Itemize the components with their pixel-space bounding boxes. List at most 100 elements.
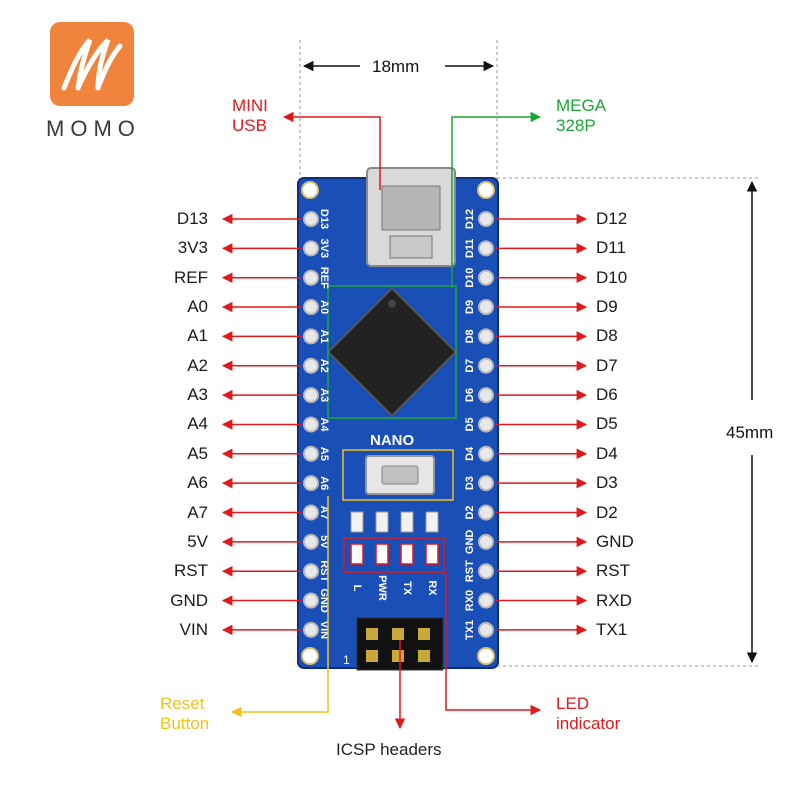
led-callout: LED indicator [556, 694, 620, 734]
pin-pad-left [303, 445, 319, 462]
pin-pad-left [303, 240, 319, 257]
led-silk-label: TX [401, 581, 413, 596]
mini-usb-line2: USB [232, 116, 267, 135]
mount-hole [301, 181, 319, 199]
mount-hole [477, 647, 495, 665]
pin-label-d13: D13 [176, 209, 208, 228]
led-tx [400, 543, 414, 565]
silk-label-right: D6 [464, 388, 476, 402]
pin-label-d9-right: D9 [596, 297, 618, 317]
silk-label-left: A2 [318, 359, 330, 373]
silk-label-left: VIN [318, 621, 330, 639]
pin-pad-right [478, 504, 494, 521]
pin-pad-right [478, 533, 494, 550]
mega-leader [451, 111, 542, 288]
icsp-pin [418, 628, 430, 640]
silk-label-right: TX1 [464, 620, 476, 640]
silk-label-right: RX0 [464, 590, 476, 611]
pin-pad-left [303, 475, 319, 492]
pin-label-a2: A2 [187, 355, 208, 375]
silk-label-right: D7 [464, 359, 476, 373]
silk-label-left: REF [318, 267, 330, 289]
led-pwr [375, 543, 389, 565]
pin-label-rst-right: RST [596, 561, 630, 581]
pin-pad-left [303, 592, 319, 609]
usb-shell [381, 185, 441, 231]
mini-usb-callout: MINI USB [232, 96, 268, 136]
pin-pad-left [303, 621, 319, 638]
silk-label-right: RST [464, 560, 476, 582]
pin-pad-right [478, 299, 494, 316]
icsp-pin [366, 650, 378, 662]
brand-logo [50, 22, 134, 106]
reset-highlight-box [342, 449, 454, 501]
pin-label-tx1-right: TX1 [596, 619, 628, 639]
mini-usb-line1: MINI [232, 96, 268, 115]
silk-label-right: D10 [464, 268, 476, 288]
pin-label-d10-right: D10 [596, 267, 628, 287]
pin-pad-left [303, 387, 319, 404]
silk-label-right: D3 [464, 476, 476, 490]
mega-highlight-box [327, 285, 457, 419]
pin-pad-right [478, 475, 494, 492]
pin-label-d7-right: D7 [596, 355, 618, 375]
silk-label-left: D13 [318, 209, 330, 229]
resistor [425, 511, 439, 533]
silk-label-left: A5 [318, 447, 330, 461]
icsp-pin [366, 628, 378, 640]
resistor [350, 511, 364, 533]
silk-label-right: D5 [464, 417, 476, 431]
silk-label-left: A7 [318, 505, 330, 519]
pin-pad-left [303, 533, 319, 550]
pin-label-ref: REF [174, 267, 208, 287]
pin-label-3v3: 3V3 [177, 238, 208, 258]
pin-pad-right [478, 416, 494, 433]
led-silk-label: RX [426, 580, 438, 596]
silk-label-right: GND [464, 530, 476, 555]
icsp-pin [392, 650, 404, 662]
pin-pad-right [478, 621, 494, 638]
pin-pad-right [478, 269, 494, 286]
pin-pad-right [478, 357, 494, 374]
pin-label-rxd-right: RXD [596, 590, 632, 610]
pin-pad-left [303, 357, 319, 374]
led-rx [425, 543, 439, 565]
pin-pad-left [303, 211, 319, 227]
pin-pad-right [478, 211, 494, 227]
silk-label-right: D9 [464, 300, 476, 314]
silk-label-left: GND [318, 588, 330, 613]
silk-label-left: A1 [318, 329, 330, 343]
pin-pad-left [303, 504, 319, 521]
pin-label-a3: A3 [187, 385, 208, 405]
pin-pad-left [303, 299, 319, 316]
reset-line2: Button [160, 714, 210, 733]
pin-label-a7: A7 [187, 502, 208, 522]
icsp-pin [418, 650, 430, 662]
pin-label-d2-right: D2 [596, 502, 618, 522]
led-line2: indicator [556, 714, 621, 733]
pin-label-d3-right: D3 [596, 473, 618, 493]
pin-label-d5-right: D5 [596, 414, 618, 434]
reset-callout: Reset Button [160, 694, 209, 734]
pin-pad-left [303, 328, 319, 345]
atmega-chip [326, 286, 458, 418]
mount-hole [301, 647, 319, 665]
brand-name: MOMO [46, 116, 141, 141]
icsp-callout: ICSP headers [336, 740, 442, 759]
height-label: 45mm [726, 423, 774, 442]
pin-label-a0: A0 [187, 297, 208, 317]
mega-line2: 328P [556, 116, 596, 135]
pin-label-5v: 5V [187, 531, 208, 551]
pin-label-vin: VIN [179, 619, 208, 639]
pin-label-a1: A1 [187, 326, 208, 346]
led-line1: LED [556, 694, 590, 713]
silk-label-right: D11 [464, 239, 476, 259]
pin-label-d11-right: D11 [596, 238, 626, 258]
icsp-pin [392, 628, 404, 640]
pin-label-a5: A5 [187, 443, 208, 463]
pin-label-a4: A4 [187, 414, 208, 434]
mega-callout: MEGA 328P [556, 96, 606, 136]
usb-tab [389, 235, 433, 259]
width-label: 18mm [372, 57, 420, 76]
